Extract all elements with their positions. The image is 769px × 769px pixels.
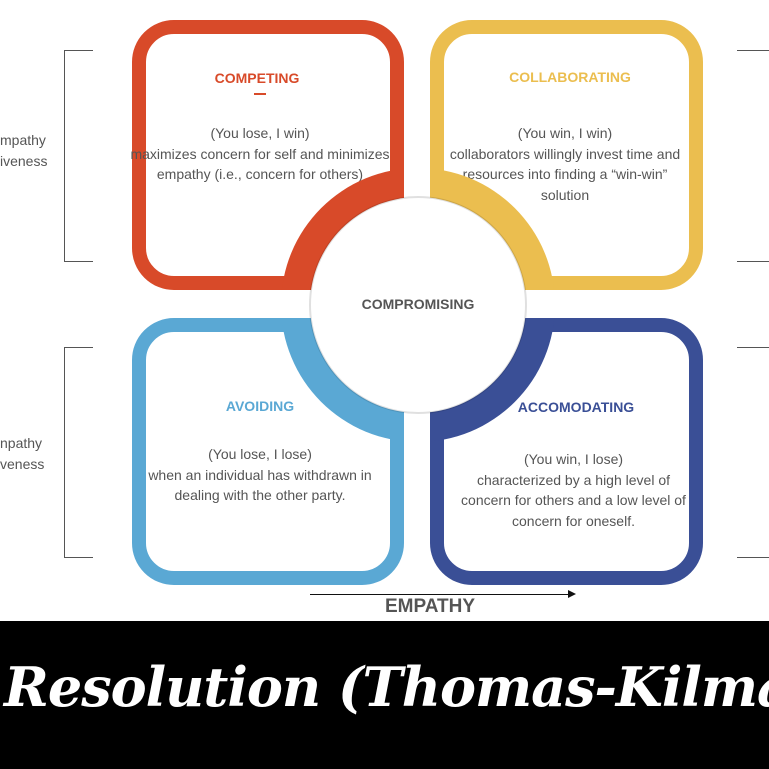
competing-description: (You lose, I win) maximizes concern for … [130,125,390,182]
side-label-bottom: npathy veness [0,433,44,475]
banner-title: Resolution (Thomas-Kilmann [4,655,769,719]
center-circle [309,196,527,414]
bracket-bottom-right [737,347,769,558]
title-banner: Resolution (Thomas-Kilmann [0,621,769,769]
side-label-top: mpathy iveness [0,130,47,172]
collaborating-description: (You win, I win) collaborators willingly… [449,125,681,203]
empathy-axis-label: EMPATHY [384,596,476,617]
arrow-head-icon [568,590,576,598]
competing-title: COMPETING [214,70,300,86]
center-ring [281,168,555,442]
accomodating-title: ACCOMODATING [517,399,635,415]
side-label-bottom-line2: veness [0,456,45,472]
side-label-top-line2: iveness [0,153,48,169]
collaborating-title: COLLABORATING [509,69,631,85]
bracket-bottom-left [64,347,93,558]
avoiding-title: AVOIDING [225,398,295,414]
side-label-bottom-line1: npathy [0,435,43,451]
avoiding-description: (You lose, I lose) when an individual ha… [148,446,372,503]
center-label: COMPROMISING [361,296,475,312]
bracket-top-right [737,50,769,262]
accomodating-description: (You win, I lose) characterized by a hig… [461,451,686,529]
competing-underline [254,93,266,95]
bracket-top-left [64,50,93,262]
empathy-axis-arrow [310,594,570,595]
side-label-top-line1: mpathy [0,132,46,148]
